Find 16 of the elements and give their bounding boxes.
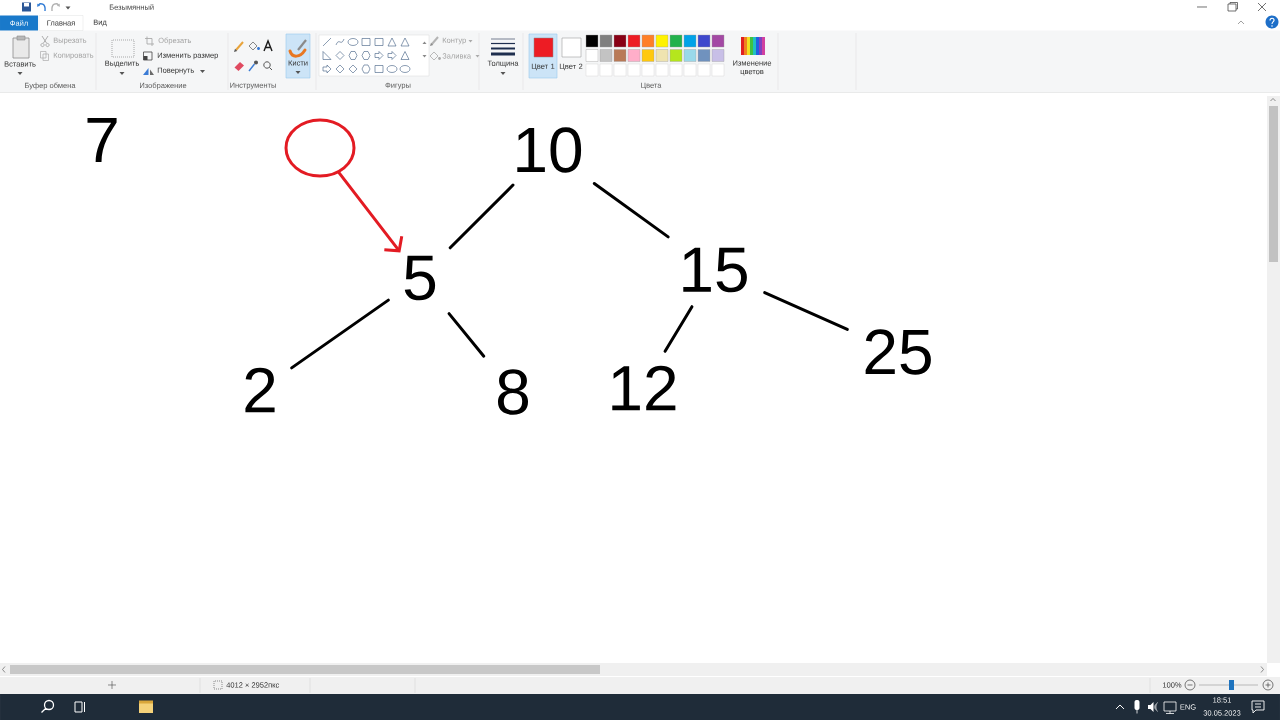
connector-line <box>448 183 515 250</box>
connector-line <box>447 312 486 358</box>
connector-line <box>290 298 390 370</box>
node-number: 5 <box>404 255 436 301</box>
drawn-circle <box>284 118 356 178</box>
node-number: 10 <box>517 127 582 173</box>
connector-line <box>592 181 670 239</box>
arrow <box>337 171 404 253</box>
handwritten-number: 7 <box>87 118 117 162</box>
connector-line <box>663 305 694 353</box>
node-number: 12 <box>612 365 676 411</box>
connector-line <box>763 291 849 331</box>
node-number: 25 <box>865 329 931 375</box>
node-number: 15 <box>683 247 747 293</box>
node-number: 8 <box>498 369 528 415</box>
node-number: 2 <box>245 367 275 413</box>
